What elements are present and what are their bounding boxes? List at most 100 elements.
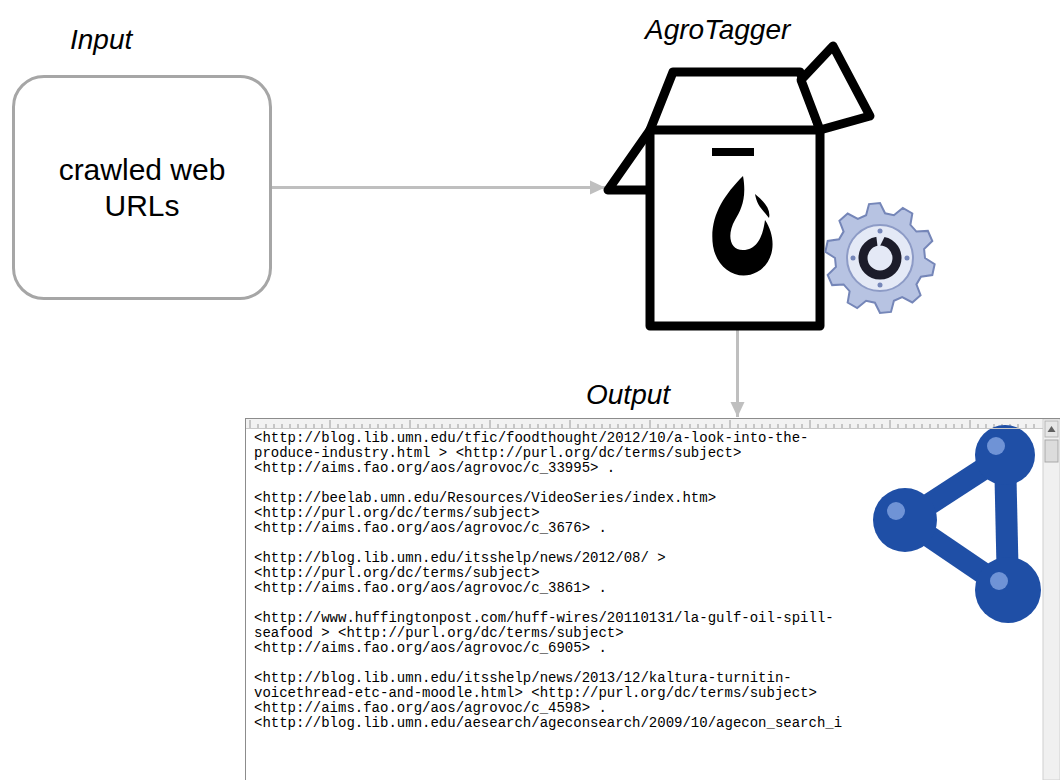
ruler-tick [690,424,691,428]
ruler-tick [450,424,451,428]
ruler-tick [362,424,363,428]
ruler-tick [826,424,827,428]
ruler-tick [882,424,883,428]
ruler-tick [746,424,747,428]
ruler-tick [866,424,867,428]
ruler-tick [274,424,275,428]
ruler-tick [842,424,843,428]
ruler-tick [434,424,435,428]
ruler-tick [562,424,563,428]
gear-notch [876,234,886,250]
ruler-tick [770,424,771,428]
ruler-tick [546,424,547,428]
ruler-tick [346,424,347,428]
output-panel-ground [245,418,1060,780]
rdf-triple: <http://blog.lib.umn.edu/itsshelp/news/2… [254,551,859,596]
ruler-tick [738,424,739,428]
ruler-tick [978,424,979,428]
gear-bolt [878,229,883,234]
rdf-triple: <http://www.huffingtonpost.com/huff-wire… [254,611,859,656]
ruler-tick [786,424,787,428]
flow-arrow [272,186,605,189]
ruler-tick [1026,424,1027,428]
box-flap [608,130,650,190]
ruler-tick [306,424,307,428]
ruler-tick [754,424,755,428]
ruler-tick [314,424,315,428]
gear-icon [825,203,934,313]
input-box: Inputcrawled web URLs [12,75,272,300]
scrollbar-button [1045,421,1058,437]
ruler-tick [890,420,891,428]
ruler-tick [570,420,571,428]
rdf-triple: <http://beelab.umn.edu/Resources/VideoSe… [254,491,859,536]
ruler-tick [962,424,963,428]
share-icon [873,425,1041,623]
ruler-tick [642,424,643,428]
ruler-tick [914,424,915,428]
ruler-tick [466,424,467,428]
section-heading: AgroTagger [645,14,910,46]
ruler-tick [282,424,283,428]
ruler-tick [474,424,475,428]
ruler-tick [650,420,651,428]
gear-bolt [851,256,856,261]
ruler-tick [250,420,251,428]
ruler-tick [730,420,731,428]
ruler-tick [266,424,267,428]
ruler-tick [490,420,491,428]
section-heading: Input [70,24,132,56]
ruler-tick [330,420,331,428]
rdf-triple: <http://blog.lib.umn.edu/aesearch/agecon… [254,716,859,731]
ruler-tick [906,424,907,428]
ruler-tick [586,424,587,428]
flow-arrow [736,330,739,417]
rdf-triple: <http://blog.lib.umn.edu/tfic/foodthough… [254,431,859,476]
ruler-tick [626,424,627,428]
section-heading: Output [586,379,1060,411]
ruler-tick [666,424,667,428]
ruler-tick [322,424,323,428]
ruler-tick [514,424,515,428]
ruler-tick [290,424,291,428]
ruler-tick [682,424,683,428]
share-shine [987,437,1005,455]
scrollbar-thumb [1045,440,1058,462]
triple-list: <http://blog.lib.umn.edu/tfic/foodthough… [254,431,859,731]
ruler-tick [1018,424,1019,428]
rdf-triple: <http://blog.lib.umn.edu/itsshelp/news/2… [254,671,859,716]
ruler-tick [898,424,899,428]
gear-hub [847,225,913,291]
share-dot [975,557,1041,623]
ruler-tick [970,420,971,428]
ruler-tick [810,420,811,428]
ruler-tick [522,424,523,428]
box-slot [712,148,754,156]
ruler-tick [354,424,355,428]
ruler-tick [602,424,603,428]
ruler-strip [246,419,1043,428]
ruler-tick [578,424,579,428]
ruler-tick [498,424,499,428]
ruler-tick [954,424,955,428]
share-dot [873,488,937,552]
ruler-ticks [250,420,1034,428]
ruler-tick [986,424,987,428]
ruler-tick [386,424,387,428]
ruler-tick [418,424,419,428]
gear-bolt [878,283,883,288]
ruler-rule [246,428,1043,429]
ruler-tick [946,424,947,428]
ruler-tick [714,424,715,428]
ruler-tick [706,424,707,428]
box-label: crawled web URLs [52,152,232,224]
share-shine [887,502,905,520]
ruler-tick [818,424,819,428]
ruler-tick [378,424,379,428]
ruler-tick [610,424,611,428]
ruler-tick [858,424,859,428]
gear-ring [863,241,897,275]
